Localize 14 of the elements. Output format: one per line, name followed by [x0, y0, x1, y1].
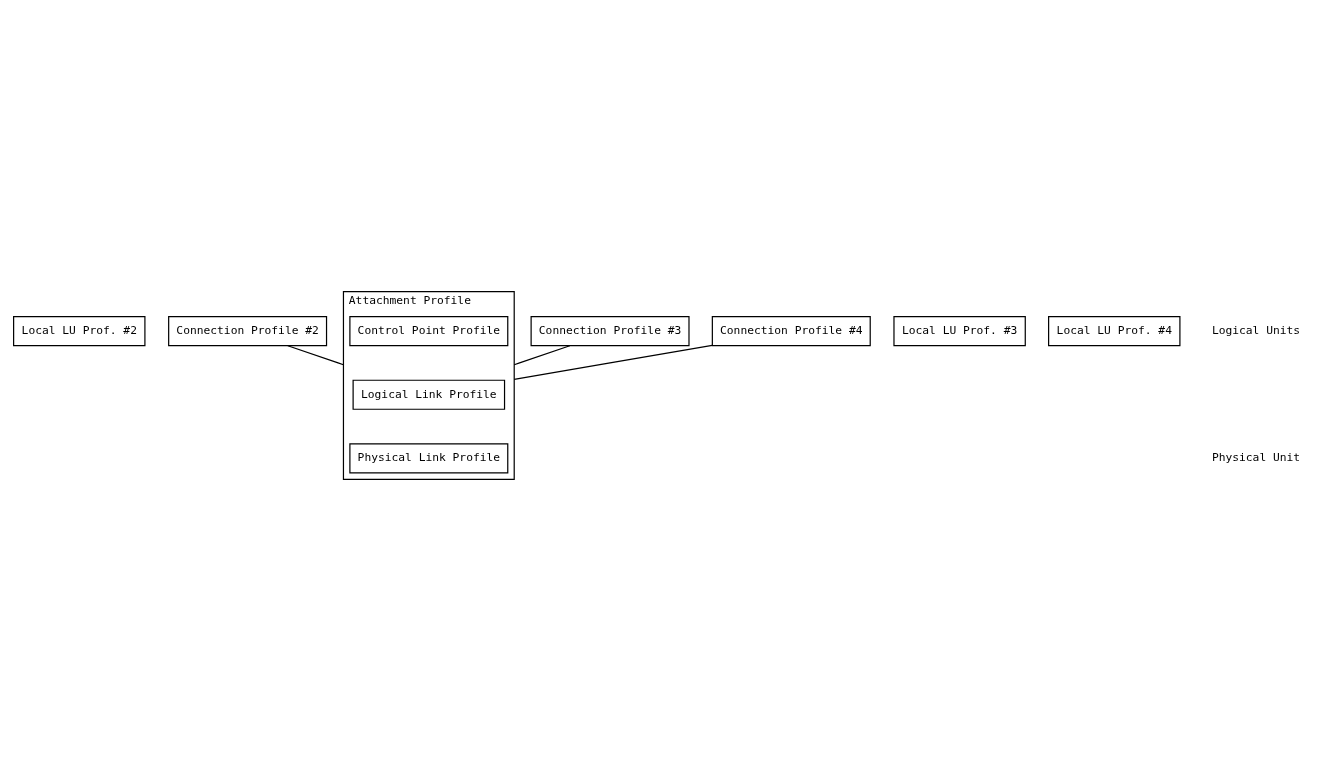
- connector: [287, 344, 345, 365]
- node-box: Physical Link Profile: [349, 442, 509, 473]
- node-box: Connection Profile #3: [530, 315, 690, 346]
- node-box: Control Point Profile: [349, 315, 509, 346]
- node-box: Connection Profile #4: [711, 315, 871, 346]
- node-box: Local LU Prof. #2: [13, 315, 146, 346]
- node-box: Logical Link Profile: [352, 379, 506, 410]
- connector: [513, 344, 713, 380]
- node-box: Connection Profile #2: [168, 315, 328, 346]
- label: Physical Unit: [1211, 450, 1301, 464]
- label: Logical Units: [1211, 323, 1301, 337]
- connector: [513, 344, 571, 365]
- node-box: Local LU Prof. #4: [1048, 315, 1181, 346]
- node-box: Local LU Prof. #3: [893, 315, 1026, 346]
